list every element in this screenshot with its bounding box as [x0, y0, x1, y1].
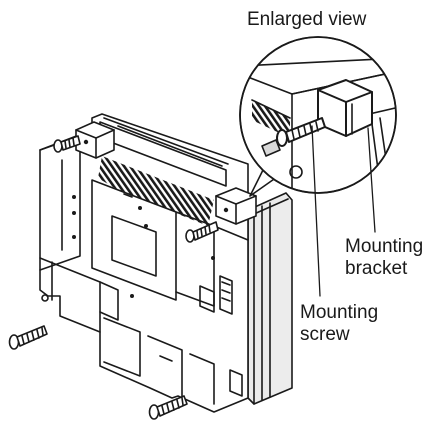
right-mounting-bracket	[215, 187, 257, 225]
mounting-screw-label-line2: screw	[300, 324, 350, 345]
leader-bracket	[367, 127, 376, 233]
enlarged-view-label: Enlarged view	[247, 9, 367, 30]
mounting-screw-label-line1: Mounting	[300, 302, 379, 323]
mounting-screw-label: Mounting screw	[300, 302, 378, 346]
mounting-bracket-label-line2: bracket	[345, 258, 408, 279]
loose-screw-bottom	[148, 395, 188, 420]
vent-grille	[98, 156, 214, 226]
left-mounting-bracket	[75, 121, 115, 159]
screw-zoom	[276, 117, 326, 147]
left-mounting-screw	[53, 135, 81, 153]
panel-unit	[39, 113, 293, 413]
central-block	[91, 179, 177, 301]
mounting-bracket-label-line1: Mounting	[345, 236, 424, 257]
mounting-bracket-label: Mounting bracket	[345, 236, 423, 280]
leader-screw	[311, 125, 321, 297]
enlarged-view-circle	[239, 36, 397, 194]
right-mounting-screw	[185, 221, 219, 243]
loose-screw-left	[8, 325, 48, 350]
